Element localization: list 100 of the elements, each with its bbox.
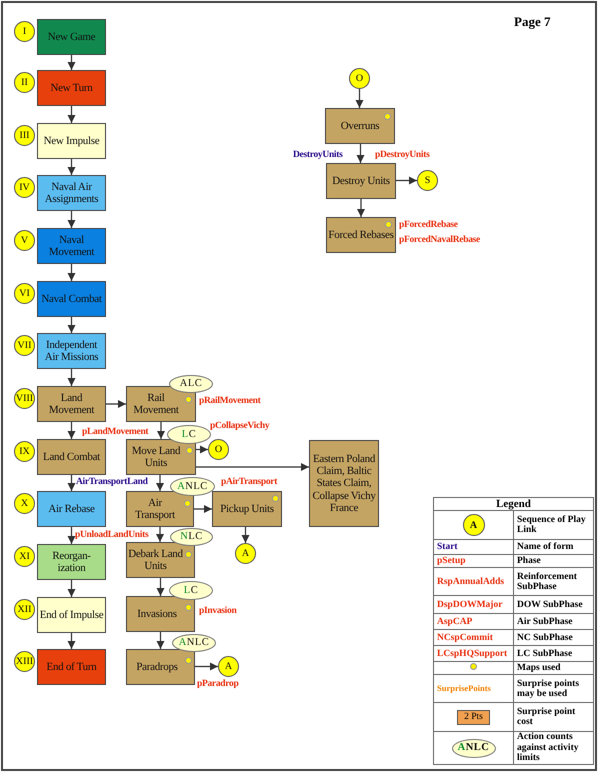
step-number-circle: VI: [14, 283, 35, 304]
process-box: End of Turn: [37, 649, 106, 685]
legend-key-text: AspCAP: [437, 616, 474, 628]
legend-description: Sequence of Play Link: [517, 515, 587, 536]
legend-description: Name of form: [517, 542, 574, 553]
legend-key-text: pSetup: [437, 556, 467, 567]
process-box: Move Land Units: [126, 439, 196, 475]
arrow: [195, 662, 218, 670]
arrow: [196, 463, 309, 471]
connector-circle: O: [349, 68, 370, 89]
legend-description: LC SubPhase: [517, 648, 572, 660]
step-number-circle: II: [14, 72, 35, 93]
legend-description: Reinforcement SubPhase: [517, 572, 578, 592]
process-box: Naval Combat: [37, 281, 106, 317]
arrow: [157, 422, 165, 439]
activity-ellipse: LC: [169, 581, 213, 600]
process-box: Paradrops: [126, 649, 195, 685]
process-box: Forced Rebases: [326, 217, 396, 253]
cost-badge: 2 Pts: [457, 710, 490, 725]
process-box: Naval Air Assignments: [37, 175, 106, 211]
step-number-circle: VIII: [14, 388, 35, 409]
connector-circle: A: [235, 543, 256, 564]
process-box: Land Combat: [37, 439, 106, 475]
process-box: Air Rebase: [37, 491, 106, 527]
process-box: Naval Movement: [37, 228, 106, 264]
arrow: [68, 317, 76, 333]
process-box: Reorgan- ization: [37, 544, 106, 580]
connector-circle: A: [462, 514, 484, 536]
phase-name: pAirTransport: [221, 477, 278, 487]
phase-name: pUnloadLandUnits: [75, 530, 148, 540]
arrow: [68, 633, 76, 649]
arrow: [396, 176, 417, 184]
phase-name: pDestroyUnits: [375, 150, 430, 160]
step-number-circle: VII: [14, 335, 35, 356]
arrow: [357, 199, 365, 217]
arrow: [196, 446, 208, 454]
legend-description: DOW SubPhase: [517, 600, 583, 610]
step-number-circle: I: [14, 21, 35, 42]
arrow: [68, 264, 76, 281]
form-name: AirTransportLand: [76, 477, 148, 487]
page-title: Page 7: [514, 14, 550, 30]
activity-ellipse: LC: [167, 425, 211, 444]
legend-description: Surprise points may be used: [517, 678, 580, 700]
activity-ellipse: ALC: [169, 375, 213, 393]
arrow: [68, 106, 76, 123]
legend-description: Phase: [517, 556, 541, 567]
legend-key-text: DspDOWMajor: [437, 600, 504, 610]
process-box: Independent Air Missions: [37, 333, 106, 369]
activity-ellipse: ANLC: [170, 477, 215, 496]
connector-circle: O: [208, 439, 229, 460]
arrow: [156, 475, 164, 491]
arrow: [68, 369, 76, 386]
legend-key-text: LCspHQSupport: [437, 648, 508, 660]
arrow: [68, 159, 76, 175]
arrow: [68, 55, 76, 70]
step-number-circle: XIII: [14, 651, 35, 672]
arrow: [194, 505, 212, 513]
arrow: [356, 89, 364, 108]
activity-ellipse: ANLC: [172, 634, 216, 652]
process-box: New Game: [37, 19, 106, 55]
process-box: New Impulse: [37, 123, 106, 159]
process-box: Rail Movement: [126, 386, 196, 422]
step-number-circle: IV: [14, 177, 35, 198]
phase-name: pForcedNavalRebase: [399, 235, 480, 245]
legend-key-text: SurprisePoints: [437, 684, 492, 694]
step-number-circle: V: [14, 230, 35, 251]
legend-description: Air SubPhase: [517, 616, 573, 628]
process-box: Overruns: [325, 108, 395, 144]
process-box: Land Movement: [37, 386, 106, 422]
process-box: New Turn: [37, 70, 106, 106]
phase-name: pRailMovement: [199, 396, 261, 406]
process-box: Destroy Units: [326, 163, 396, 199]
legend-description: NC SubPhase: [517, 632, 573, 644]
arrow: [156, 578, 164, 596]
step-number-circle: IX: [14, 441, 35, 462]
legend-description: Maps used: [517, 663, 561, 674]
process-box: Pickup Units: [212, 491, 282, 527]
phase-name: pCollapseVichy: [210, 421, 270, 431]
form-name: DestroyUnits: [293, 150, 343, 160]
step-number-circle: XII: [14, 599, 35, 620]
connector-circle: S: [417, 170, 438, 191]
process-box: Air Transport: [126, 491, 194, 527]
phase-name: pForcedRebase: [399, 220, 458, 230]
arrow: [68, 475, 76, 491]
arrow: [106, 400, 126, 408]
legend-key-text: NCspCommit: [437, 632, 494, 644]
arrow: [242, 527, 250, 543]
legend-key-text: Start: [437, 542, 459, 553]
arrow: [156, 527, 164, 542]
connector-circle: A: [218, 656, 239, 677]
process-box: Eastern Poland Claim, Baltic States Claim, Collapse Vichy France: [309, 440, 379, 527]
activity-ellipse: ANLC: [452, 738, 496, 758]
process-box: End of Impulse: [37, 597, 106, 633]
phase-name: pParadrop: [197, 679, 238, 689]
process-box: Invasions: [126, 596, 195, 632]
legend-title: Legend: [496, 498, 531, 510]
activity-ellipse: NLC: [170, 528, 213, 546]
phase-name: pInvasion: [199, 606, 236, 616]
arrow: [68, 211, 76, 228]
legend-description: Surprise point cost: [517, 707, 576, 728]
